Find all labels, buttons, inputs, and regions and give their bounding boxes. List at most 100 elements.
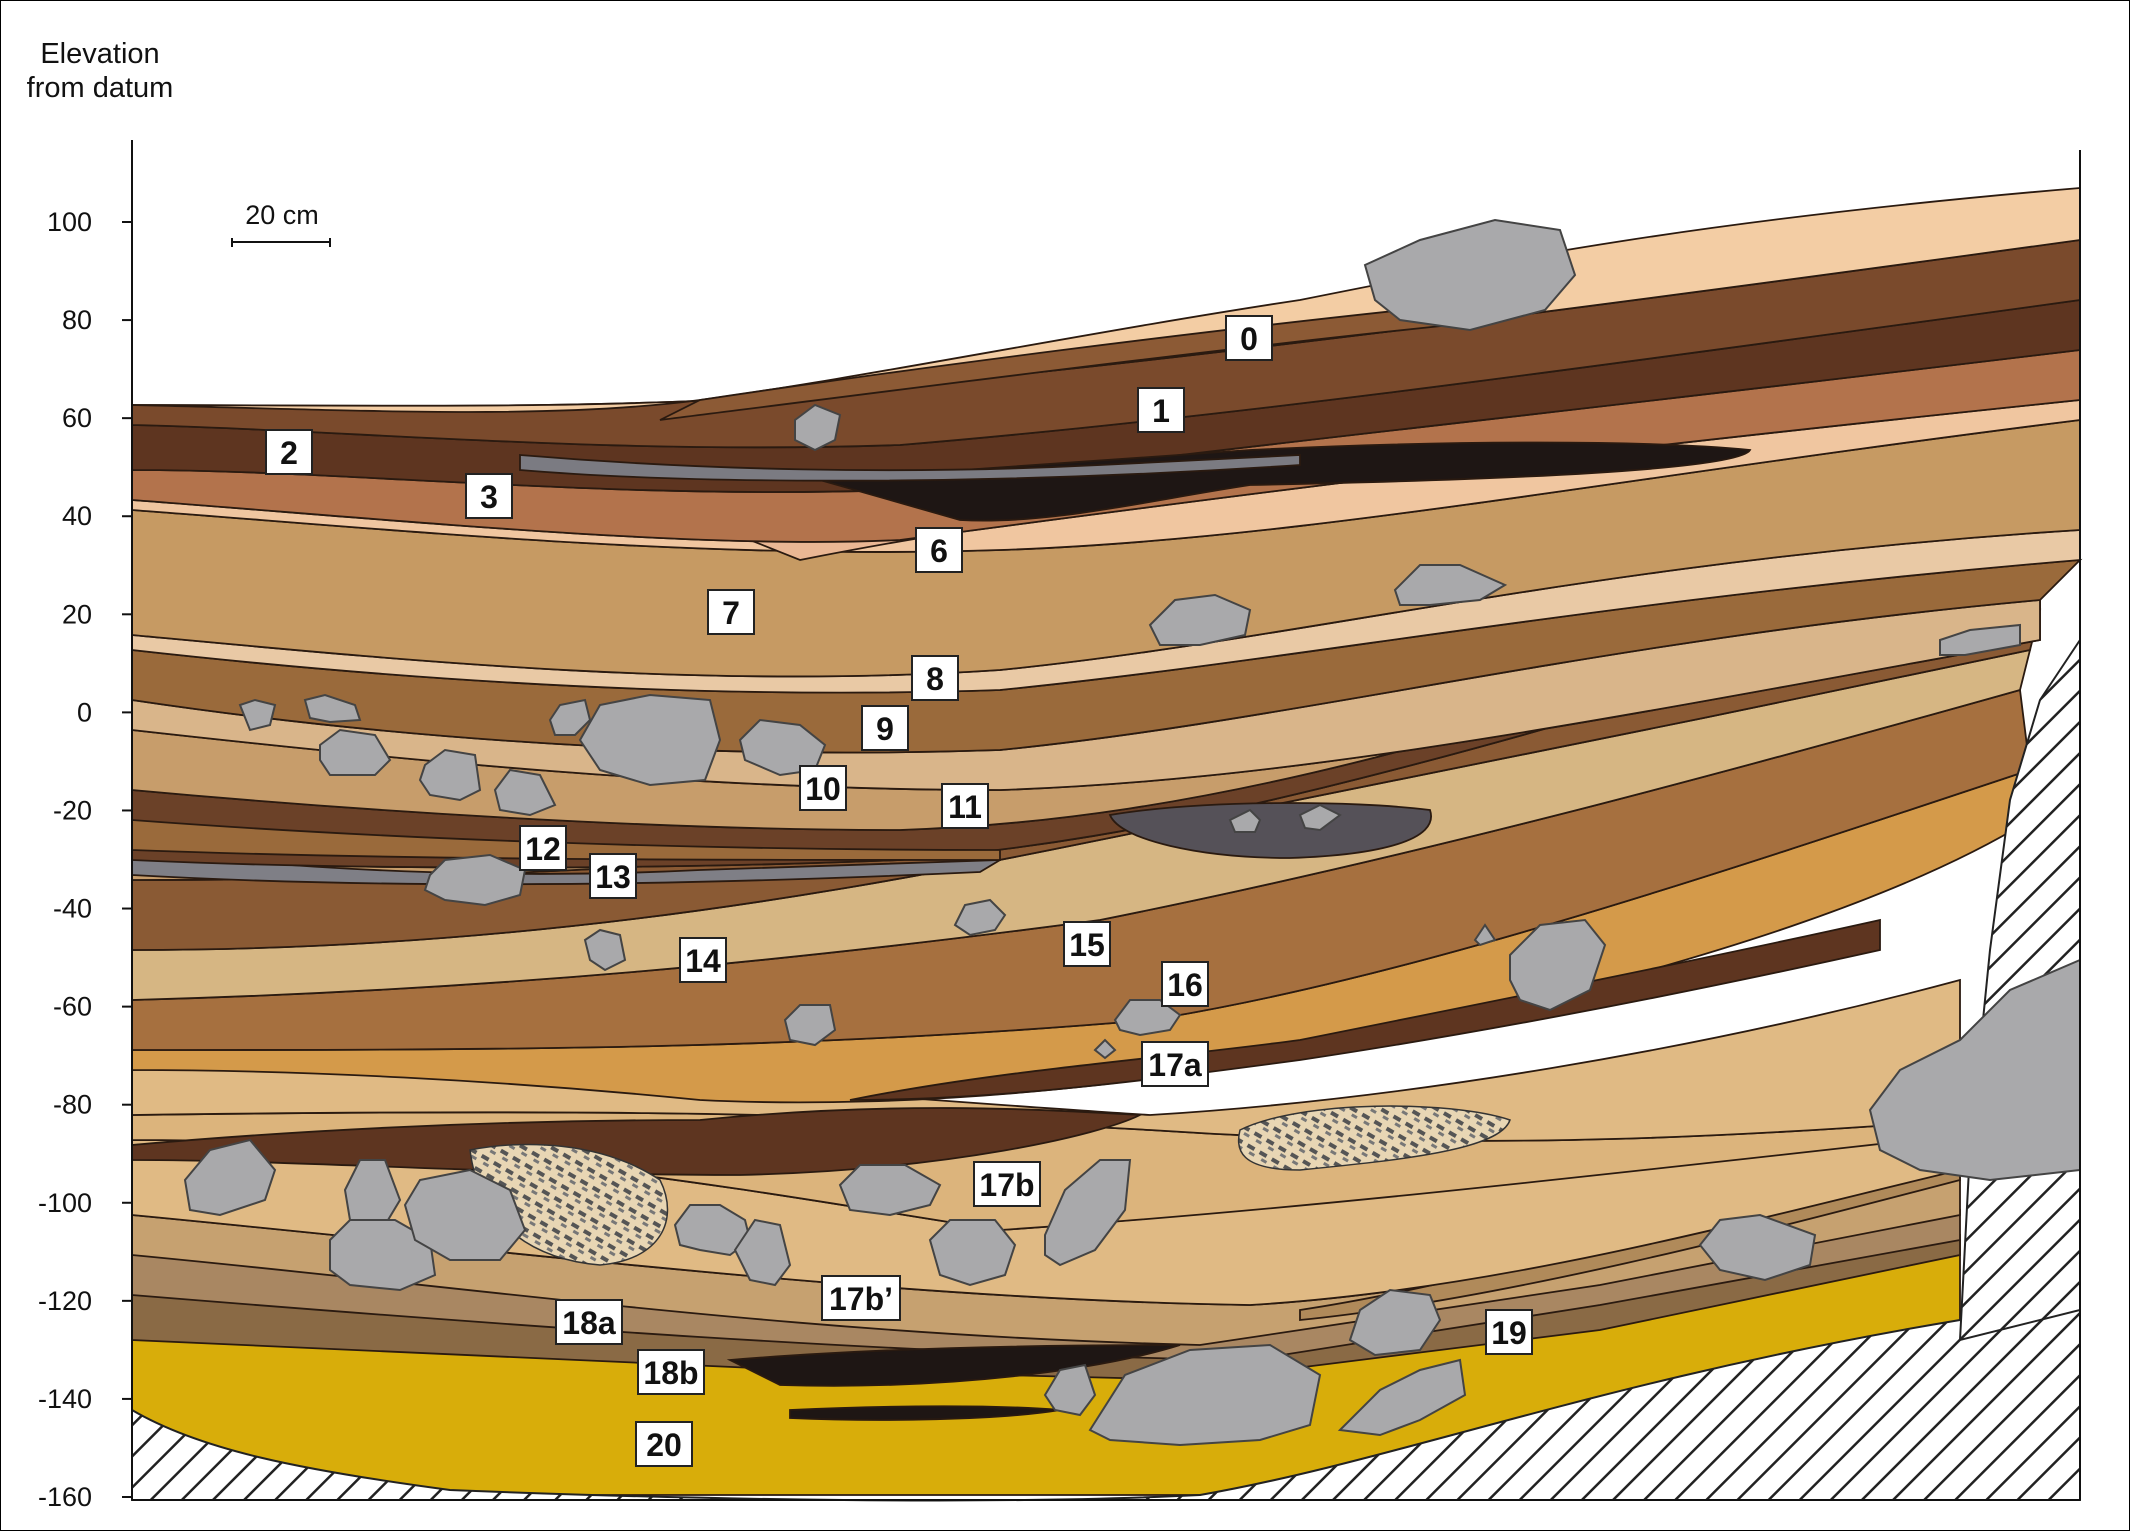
layer-label-7: 7 [707, 589, 755, 635]
rock [329, 1219, 437, 1292]
scale-bar-line [231, 238, 331, 247]
rock [183, 1138, 277, 1217]
layer-label-3: 3 [465, 473, 513, 519]
svg-text:1: 1 [1152, 393, 1170, 429]
svg-text:17b’: 17b’ [829, 1281, 893, 1317]
layer-label-18b: 18b [637, 1349, 705, 1395]
rock [1509, 918, 1607, 1012]
rock [738, 718, 827, 777]
rock [1044, 1159, 1132, 1267]
rock [238, 698, 277, 732]
rock [319, 728, 392, 776]
rock [794, 403, 842, 452]
scale-bar-label: 20 cm [245, 200, 319, 230]
layer-label-8: 8 [911, 655, 959, 701]
layer-label-15: 15 [1063, 921, 1111, 967]
gravel-lens-right [1237, 1105, 1511, 1171]
layer-label-16: 16 [1161, 961, 1209, 1007]
rock [1148, 593, 1252, 646]
layer-label-10: 10 [799, 765, 847, 811]
svg-text:7: 7 [722, 595, 740, 631]
svg-text:13: 13 [595, 859, 631, 895]
layer-label-20: 20 [635, 1421, 693, 1467]
rock [1393, 564, 1508, 606]
rock [1298, 803, 1342, 832]
svg-text:14: 14 [685, 943, 721, 979]
svg-text:11: 11 [948, 789, 982, 825]
svg-text:20: 20 [646, 1427, 682, 1463]
rock [418, 748, 482, 802]
rock [423, 853, 527, 907]
layer-label-17a: 17a [1141, 1041, 1209, 1087]
axis-tick-label: 0 [77, 697, 92, 727]
elevation-axis: 100806040200-20-40-60-80-100-120-140-160… [27, 38, 174, 1512]
axis-tick-label: -40 [53, 894, 92, 924]
scale-bar: 20 cm [231, 200, 331, 247]
rock [1113, 999, 1182, 1037]
charcoal-lens [819, 441, 1752, 522]
svg-text:16: 16 [1167, 967, 1203, 1003]
rock [783, 1004, 837, 1047]
layer-label-17b: 17b [973, 1161, 1041, 1207]
layer-label-12: 12 [519, 825, 567, 871]
axis-tick-label: -160 [38, 1482, 92, 1512]
rock [1337, 1358, 1467, 1437]
svg-text:10: 10 [805, 771, 841, 807]
charcoal-lens-lower [726, 1344, 1181, 1387]
layer-label-6: 6 [915, 527, 963, 573]
layer-label-18a: 18a [555, 1299, 623, 1345]
axis-tick-label: 80 [62, 305, 92, 335]
layer-12-lower [131, 819, 1001, 861]
axis-tick-label: 100 [47, 207, 92, 237]
axis-tick-label: -20 [53, 795, 92, 825]
ash-lens-middle [1108, 802, 1432, 859]
svg-text:12: 12 [525, 831, 561, 867]
svg-text:8: 8 [926, 661, 944, 697]
axis-title-line2: from datum [27, 72, 174, 104]
layer-label-1: 1 [1137, 387, 1185, 433]
svg-text:17b: 17b [979, 1167, 1034, 1203]
axis-tick-label: -100 [38, 1188, 92, 1218]
svg-text:15: 15 [1069, 927, 1105, 963]
layer-label-13: 13 [589, 853, 637, 899]
rock [1939, 623, 2021, 656]
rock [1043, 1363, 1097, 1417]
rock [928, 1219, 1017, 1287]
rock [1363, 218, 1577, 332]
layer-label-2: 2 [265, 429, 313, 475]
svg-text:0: 0 [1240, 321, 1258, 357]
strata [131, 187, 2083, 1496]
layer-13-ash [131, 848, 1004, 886]
axis-tick-label: 20 [62, 599, 92, 629]
rock [1698, 1213, 1817, 1282]
layer-labels: 0 1 2 3 6 7 8 9 10 11 12 13 14 15 16 17a… [265, 315, 1533, 1467]
rock [953, 898, 1007, 937]
svg-text:2: 2 [280, 435, 298, 471]
axis-tick-label: 40 [62, 501, 92, 531]
svg-text:18b: 18b [643, 1355, 698, 1391]
rock [493, 768, 557, 817]
axis-tick-label: -140 [38, 1384, 92, 1414]
rock [403, 1168, 527, 1261]
rock [1228, 808, 1262, 833]
layer-label-17b-prime: 17b’ [821, 1275, 901, 1321]
rock [1088, 1343, 1322, 1447]
rock [578, 693, 722, 787]
rock [733, 1218, 792, 1287]
dark-lens-17b [131, 1107, 1144, 1176]
svg-text:6: 6 [930, 533, 948, 569]
rock [1093, 1038, 1117, 1060]
rock [1473, 923, 1497, 947]
rock [583, 928, 627, 972]
axis-tick-label: -120 [38, 1286, 92, 1316]
svg-text:17a: 17a [1148, 1047, 1202, 1083]
layer-label-9: 9 [861, 705, 909, 751]
axis-title-line1: Elevation [40, 38, 159, 70]
ash-lens-upper [519, 454, 1301, 482]
svg-text:18a: 18a [562, 1305, 616, 1341]
layer-label-11: 11 [941, 783, 989, 829]
rock [303, 693, 362, 724]
